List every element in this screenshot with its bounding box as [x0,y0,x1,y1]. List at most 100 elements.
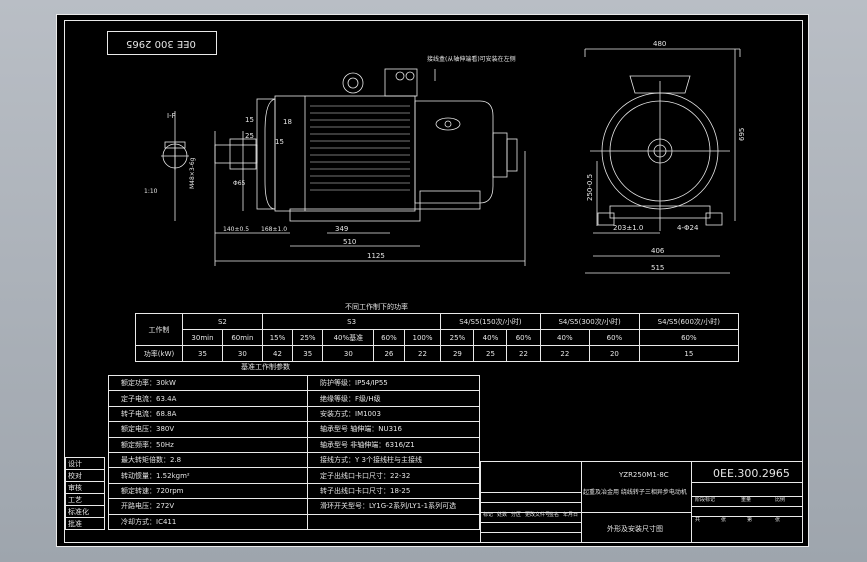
dim-taper: M48×3-6g [189,157,196,189]
param-left: 额定频率：50Hz [108,436,308,453]
model-number: YZR250M1-8C [619,471,669,479]
duty-row-header: 工作制 [135,313,183,346]
param-left: 最大转矩倍数：2.8 [108,451,308,469]
duty-table: 工作制 S2 S3 S4/S5(150次/小时) S4/S5(300次/小时) … [135,313,740,362]
duty-subheader: 40%基准 [322,329,375,346]
duty-power-value: 25 [473,345,508,362]
dim-hole: 4-Φ24 [677,224,699,232]
param-right: 安装方式：IM1003 [307,405,480,423]
scale-label: 比例 [775,497,786,503]
sheet-label: 张 [775,517,781,523]
duty-subheader: 30min [182,329,223,346]
param-right: 转子出线口卡口尺寸：18-25 [307,482,480,500]
duty-power-value: 30 [322,345,375,362]
duty-power-value: 26 [373,345,405,362]
duty-power-value: 35 [292,345,324,362]
signature-label: 设计 [65,457,105,470]
param-right: 轴承型号 轴伸端：NU316 [307,421,480,438]
dim-shaft-dia: Φ65 [233,180,246,187]
dim-side-c: 15 [275,138,284,146]
dim-key-label: I-F [167,112,176,120]
drawing-title: 外形及安装尺寸图 [607,525,663,533]
duty-subheader: 60min [221,329,263,346]
rev-label: 处数 [497,512,508,518]
dim-shaft-height: 250-0.5 [586,173,594,201]
signature-label: 工艺 [65,493,105,506]
drawing-code: 0EE.300.2965 [713,467,790,480]
dim-shaft-len1: 140±0.5 [223,226,250,233]
sheet-label: 共 [695,517,701,523]
duty-subheader: 60% [373,329,405,346]
params-title: 基准工作制参数 [241,363,290,371]
scale-label: 阶段标记 [695,497,716,503]
dim-base-width: 406 [651,247,665,255]
title-block-revisions: 标记 处数 分区 更改文件号 签名 年月日 [481,462,582,543]
duty-subheader: 60% [589,329,640,346]
dim-half-width: 203±1.0 [613,224,644,232]
duty-power-value: 20 [589,345,640,362]
rev-label: 标记 [483,512,494,518]
signature-label: 标准化 [65,505,105,518]
param-left: 开路电压：272V [108,498,308,515]
dim-side-b: 25 [245,132,254,140]
param-right: 滑环开关型号：LY1G-2系列/LY1-1系列可选 [307,498,480,515]
param-right: 定子出线口卡口尺寸：22-32 [307,467,480,484]
duty-table-title: 不同工作制下的功率 [345,303,408,311]
dim-total-length: 1125 [367,252,385,260]
dim-side-d: 18 [283,118,292,126]
param-left: 定子电流：63.4A [108,390,308,407]
drawing-code-box-mirrored: 0EE 300 2965 [107,31,217,55]
duty-power-value: 42 [261,345,294,362]
duty-subheader: 60% [638,329,740,346]
duty-subheader: 40% [473,329,508,346]
dim-foot-span: 510 [343,238,357,246]
signature-label: 校对 [65,469,105,482]
param-left: 额定功率：30kW [108,374,308,392]
duty-group-s2: S2 [182,313,263,330]
duty-power-value: 35 [182,345,223,362]
duty-group-s3: S3 [261,313,442,330]
param-right: 绝缘等级：F级/H级 [307,390,480,407]
dim-foot-pitch: 349 [335,225,349,233]
rev-label: 签名 [549,512,560,518]
scale-label: 重量 [741,497,752,503]
sheet-label: 第 [747,517,753,523]
dim-front-width: 480 [653,40,667,48]
duty-power-value: 15 [638,345,740,362]
param-left: 额定电压：380V [108,421,308,438]
param-left: 额定转速：720rpm [108,482,308,500]
sheet-label: 张 [721,517,727,523]
duty-subheader: 100% [403,329,442,346]
duty-subheader: 60% [506,329,541,346]
signature-label: 批准 [65,517,105,530]
param-left: 转动惯量：1.52kgm² [108,467,308,484]
rev-label: 分区 [511,512,522,518]
duty-subheader: 15% [261,329,294,346]
param-left: 转子电流：68.8A [108,405,308,423]
drawing-frame: 0EE 300 2965 [64,20,803,543]
motor-side-view [161,48,741,274]
rev-label: 更改文件号 [525,512,551,518]
duty-power-value: 22 [403,345,442,362]
duty-subheader: 25% [440,329,475,346]
duty-group-300: S4/S5(300次/小时) [539,313,640,330]
duty-power-value: 22 [506,345,541,362]
param-left: 冷却方式：IC411 [108,513,308,530]
model-subtitle: 起重及冶金用 绕线转子三相异步电动机 [583,489,687,496]
dim-shaft-len2: 168±1.0 [261,226,288,233]
param-right: 防护等级：IP54/IP55 [307,374,480,392]
duty-power-value: 30 [221,345,263,362]
title-block-code: 0EE.300.2965 阶段标记 重量 比例 共 张 第 张 [691,462,803,543]
duty-group-150: S4/S5(150次/小时) [440,313,541,330]
duty-subheader: 25% [292,329,324,346]
param-right-empty [307,513,480,530]
top-note: 接线盒(从轴伸端看)可安装在左侧 [427,56,516,63]
title-block: 标记 处数 分区 更改文件号 签名 年月日 YZR250M1-8C 起重及冶金用… [480,461,803,543]
param-right: 轴承型号 非轴伸端：6316/Z1 [307,436,480,453]
param-right: 接线方式：Y 3个接线柱与主接线 [307,451,480,469]
duty-subheader: 40% [539,329,591,346]
drawing-sheet: 0EE 300 2965 [56,14,809,547]
dim-height: 695 [738,127,746,141]
